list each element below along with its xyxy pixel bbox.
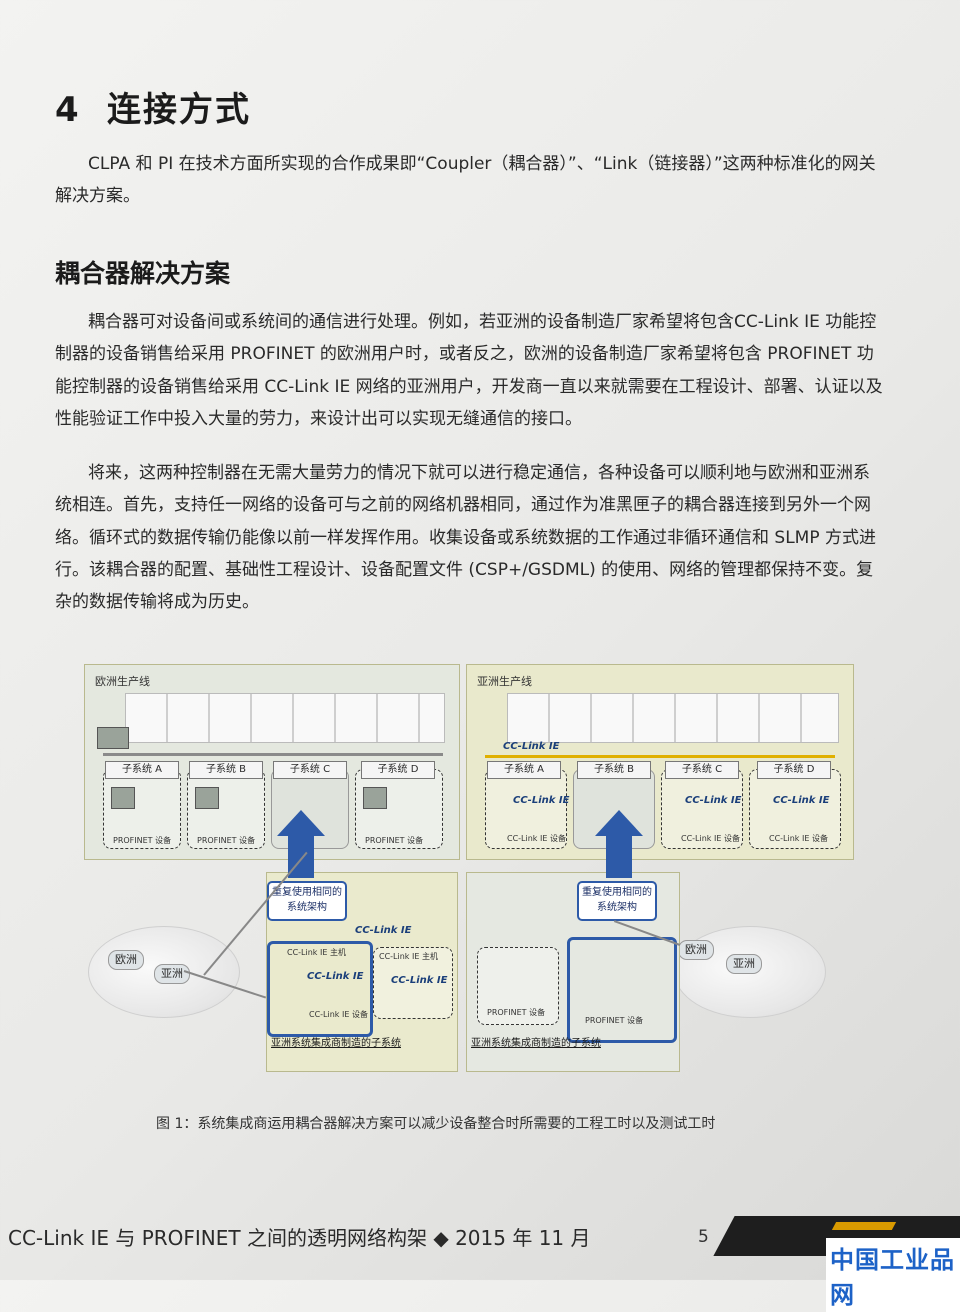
- footer-stripe-highlight: [831, 1222, 897, 1230]
- region-label-europe: 欧洲: [108, 950, 144, 970]
- subsystem-label-b: 子系统 B: [577, 761, 651, 779]
- cclink-device-label: CC-Link IE 设备: [309, 1010, 368, 1019]
- cclink-device-label: CC-Link IE 设备: [507, 834, 566, 843]
- device-icon: [111, 787, 135, 809]
- arrow-head-icon: [595, 810, 643, 836]
- highlighted-subsystem: [567, 937, 677, 1043]
- cclink-ie-logo: CC-Link IE: [307, 971, 364, 982]
- profinet-device-label: PROFINET 设备: [487, 1008, 546, 1017]
- cclink-ie-logo: CC-Link IE: [773, 795, 830, 806]
- subsystem-box: [477, 947, 559, 1025]
- cclink-master-label: CC-Link IE 主机: [287, 948, 346, 957]
- profinet-device-label: PROFINET 设备: [585, 1016, 644, 1025]
- asia-line-title: 亚洲生产线: [477, 675, 532, 688]
- subsystem-box: [187, 769, 265, 849]
- asia-line-panel: 亚洲生产线 CC-Link IE 子系统 A CC-Link IE CC-Lin…: [466, 664, 854, 860]
- body-paragraph-1: 耦合器可对设备间或系统间的通信进行处理。例如，若亚洲的设备制造厂家希望将包含CC…: [55, 312, 883, 429]
- region-label-asia: 亚洲: [154, 964, 190, 984]
- cclink-ie-logo: CC-Link IE: [685, 795, 742, 806]
- subsystem-label-c: 子系统 C: [273, 761, 347, 779]
- europe-line-title: 欧洲生产线: [95, 675, 150, 688]
- cclink-device-label: CC-Link IE 设备: [769, 834, 828, 843]
- europe-line-panel: 欧洲生产线 子系统 A PROFINET 设备 子系统 B PROFINET 设…: [84, 664, 460, 860]
- arrow-head-icon: [277, 810, 325, 836]
- production-machines-image: [507, 693, 839, 743]
- region-label-europe: 欧洲: [678, 940, 714, 960]
- controller-icon: [97, 727, 129, 749]
- body-paragraph-2: 将来，这两种控制器在无需大量劳力的情况下就可以进行稳定通信，各种设备可以顺利地与…: [55, 463, 876, 613]
- intro-paragraph: CLPA 和 PI 在技术方面所实现的合作成果即“Coupler（耦合器）”、“…: [55, 154, 876, 206]
- cclink-master-label: CC-Link IE 主机: [379, 952, 438, 961]
- page-number: 5: [698, 1227, 709, 1247]
- cclink-ie-logo: CC-Link IE: [503, 741, 560, 752]
- document-page: 4 连接方式 CLPA 和 PI 在技术方面所实现的合作成果即“Coupler（耦…: [8, 82, 960, 1309]
- profinet-device-label: PROFINET 设备: [113, 836, 172, 845]
- figure-1: 欧洲生产线 子系统 A PROFINET 设备 子系统 B PROFINET 设…: [84, 664, 864, 1084]
- subsystem-caption: 亚洲系统集成商制造的子系统: [471, 1038, 601, 1049]
- subsystem-caption: 亚洲系统集成商制造的子系统: [271, 1038, 401, 1049]
- subsystem-label-d: 子系统 D: [757, 761, 831, 779]
- subsystem-panel-europe: 重复使用相同的系统架构 CC-Link IE CC-Link IE 主机 CC-…: [266, 872, 458, 1072]
- footer-text: CC-Link IE 与 PROFINET 之间的透明网络构架 ◆ 2015 年…: [8, 1226, 591, 1250]
- highlighted-subsystem: [267, 941, 373, 1037]
- figure-caption: 图 1：系统集成商运用耦合器解决方案可以减少设备整合时所需要的工程工时以及测试工…: [156, 1116, 716, 1132]
- cclink-ie-logo: CC-Link IE: [513, 795, 570, 806]
- profinet-device-label: PROFINET 设备: [197, 836, 256, 845]
- device-icon: [195, 787, 219, 809]
- watermark-logo: 中国工业品网: [826, 1238, 960, 1312]
- profinet-device-label: PROFINET 设备: [365, 836, 424, 845]
- arrow-up-icon: [606, 834, 632, 878]
- reuse-architecture-box: 重复使用相同的系统架构: [577, 881, 657, 921]
- chapter-number: 4: [55, 90, 81, 130]
- subsystem-label-c: 子系统 C: [665, 761, 739, 779]
- subsystem-panel-asia: 重复使用相同的系统架构 PROFINET 设备 PROFINET 设备 亚洲系统…: [466, 872, 680, 1072]
- cclink-ie-logo: CC-Link IE: [391, 975, 448, 986]
- production-machines-image: [125, 693, 445, 743]
- subsystem-label-d: 子系统 D: [361, 761, 435, 779]
- region-label-asia: 亚洲: [726, 954, 762, 974]
- reuse-architecture-box: 重复使用相同的系统架构: [267, 881, 347, 921]
- device-icon: [363, 787, 387, 809]
- chapter-heading: 4 连接方式: [55, 82, 251, 131]
- section-title: 耦合器解决方案: [55, 259, 231, 288]
- network-bus-line: [103, 753, 443, 756]
- subsystem-box: [661, 769, 743, 849]
- cclink-ie-logo: CC-Link IE: [355, 925, 412, 936]
- subsystem-box: [485, 769, 567, 849]
- subsystem-box: [373, 947, 453, 1019]
- subsystem-label-b: 子系统 B: [189, 761, 263, 779]
- subsystem-box: [355, 769, 443, 849]
- subsystem-label-a: 子系统 A: [105, 761, 179, 779]
- chapter-title: 连接方式: [107, 90, 251, 130]
- cclink-bus-line: [485, 755, 835, 758]
- cclink-device-label: CC-Link IE 设备: [681, 834, 740, 843]
- subsystem-label-a: 子系统 A: [487, 761, 561, 779]
